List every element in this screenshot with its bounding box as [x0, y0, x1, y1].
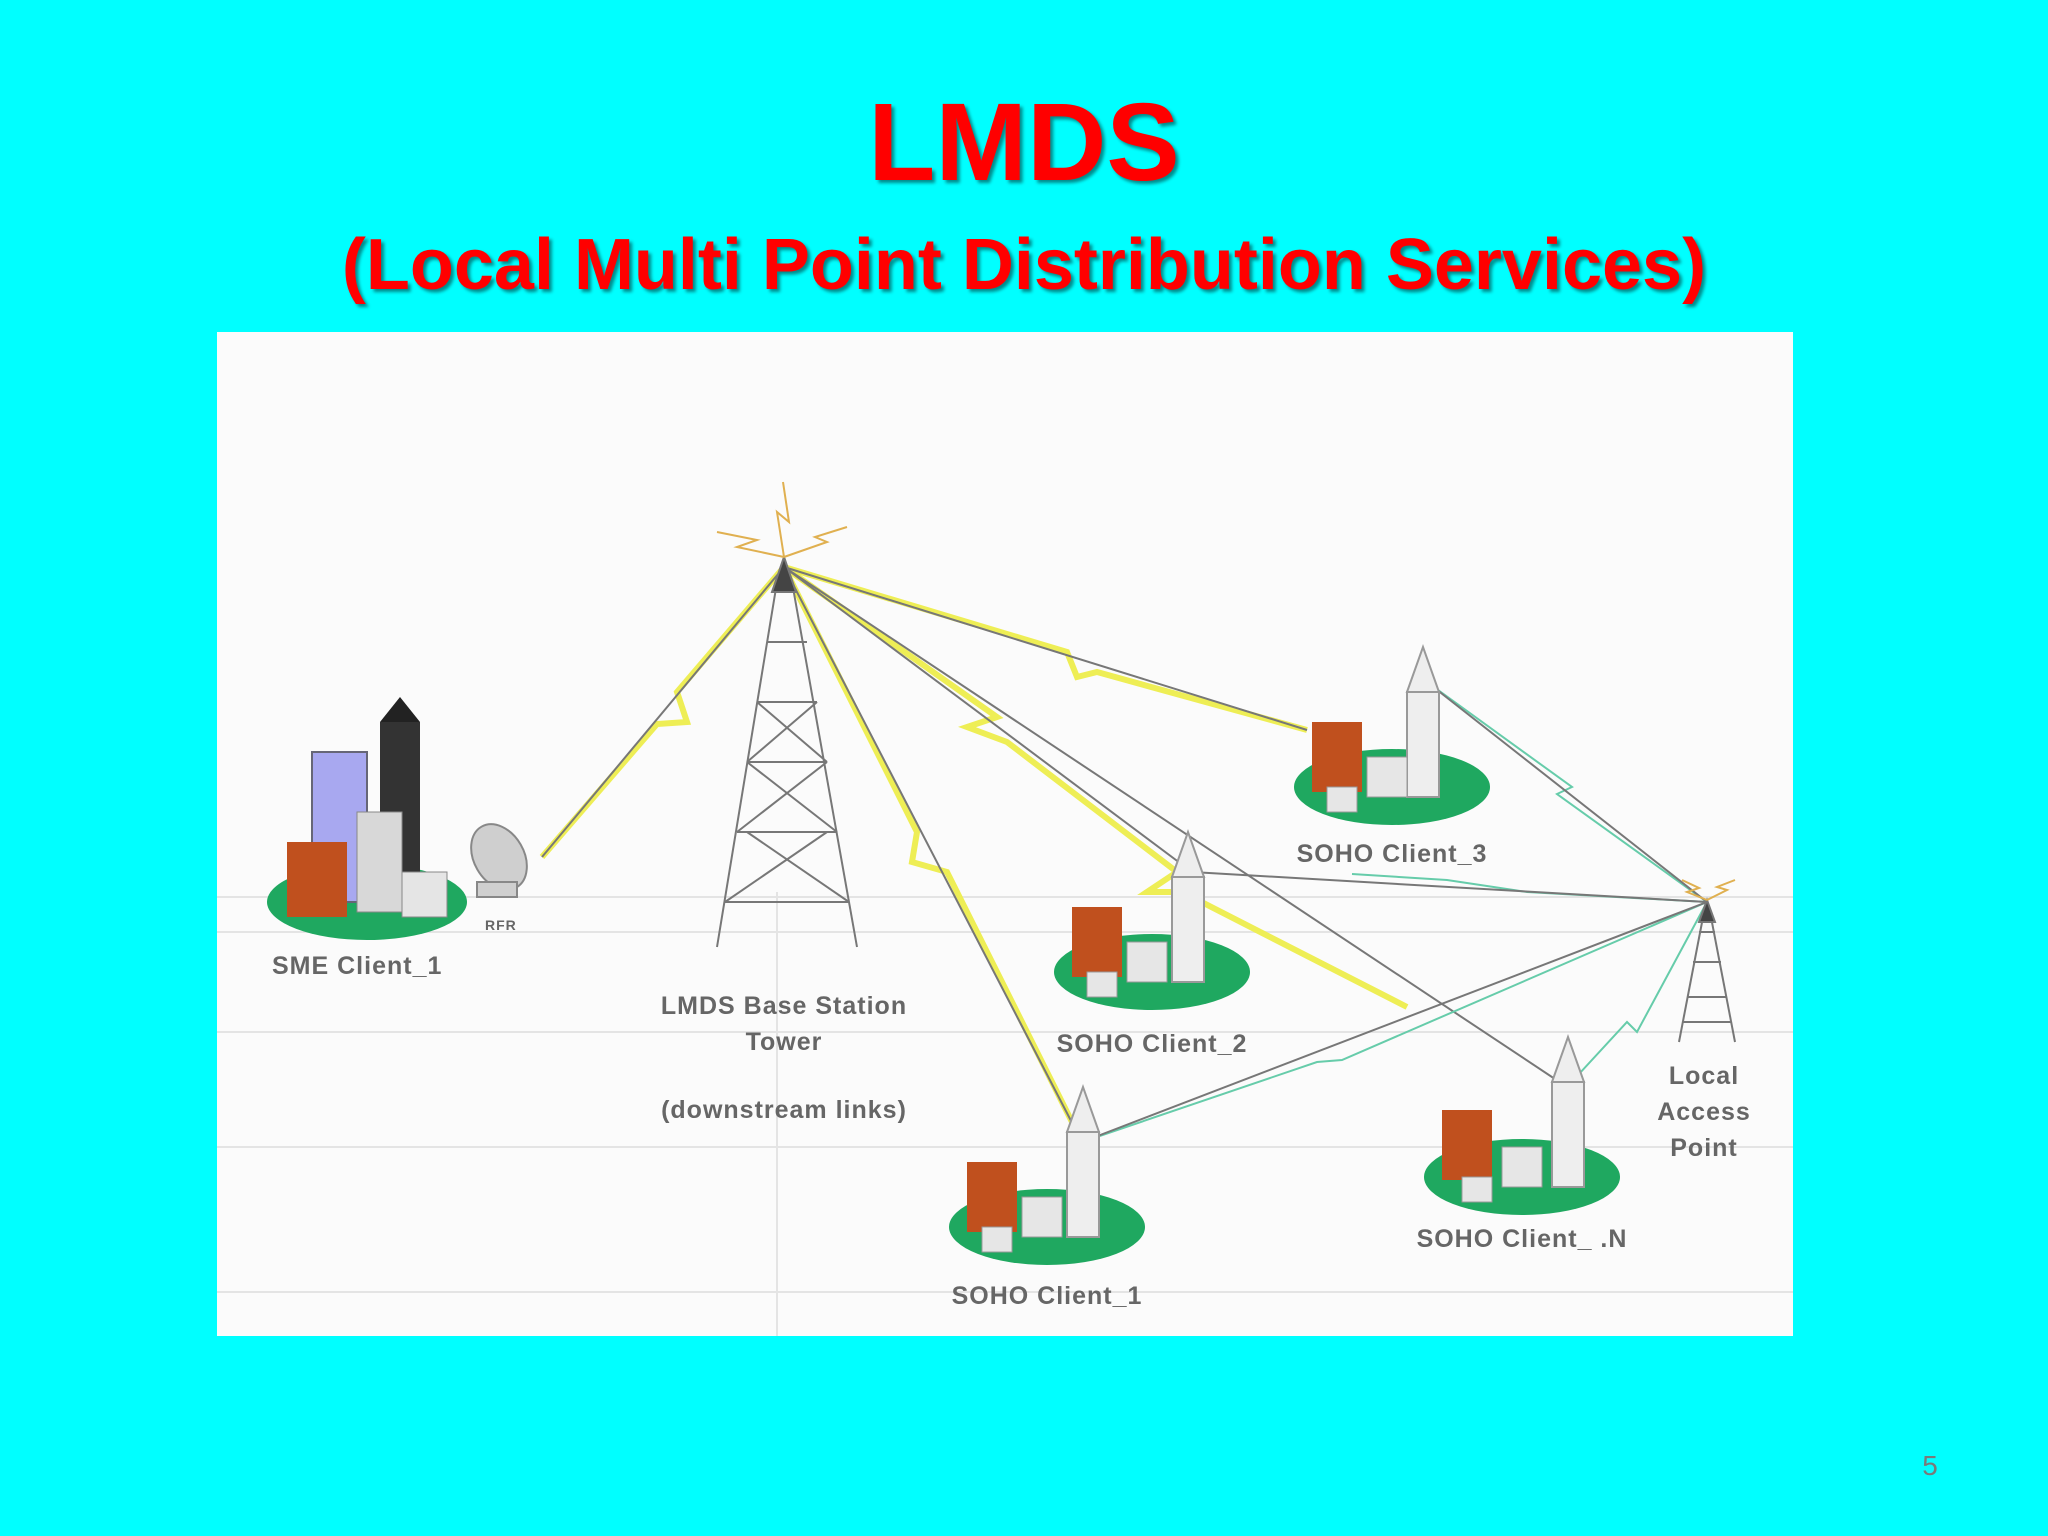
- soho-client-1-icon: [949, 1084, 1145, 1265]
- soho-client-3-label: SOHO Client_3: [1297, 840, 1488, 868]
- dish-tag-label: RFR: [485, 917, 517, 933]
- access-point-label-line2: Access: [1657, 1098, 1751, 1126]
- link-to-soho1: [781, 565, 1085, 1144]
- soho-client-2-label: SOHO Client_2: [1057, 1030, 1248, 1058]
- base-station-label-line1: LMDS Base Station: [661, 992, 907, 1020]
- link-to-sme: [539, 565, 787, 859]
- soho-client-2-icon: [1054, 829, 1250, 1010]
- access-point-label-line1: Local: [1669, 1062, 1739, 1090]
- satellite-dish-icon: [470, 823, 528, 898]
- link-to-soho3: [783, 564, 1308, 733]
- background-grid: [217, 892, 1793, 1336]
- soho-client-3-icon: [1294, 644, 1490, 825]
- lmds-network-diagram: SME Client_1 RFR LMDS Base Station Tower…: [217, 332, 1793, 1336]
- access-point-tower-icon: [1678, 879, 1736, 1043]
- soho-client-n-label: SOHO Client_ .N: [1417, 1225, 1628, 1253]
- slide-title: LMDS: [868, 81, 1180, 204]
- return-links: [1081, 681, 1708, 1143]
- slide-subtitle: (Local Multi Point Distribution Services…: [341, 225, 1707, 305]
- base-station-label-line2: Tower: [746, 1028, 823, 1056]
- downstream-links-label: (downstream links): [661, 1096, 907, 1124]
- sme-client-label: SME Client_1: [272, 952, 442, 980]
- base-station-tower: [716, 481, 858, 948]
- sme-client-icon: [267, 697, 467, 940]
- slide-page-number: 5: [1922, 1450, 1938, 1481]
- soho-client-n-icon: [1424, 1034, 1620, 1215]
- soho-client-1-label: SOHO Client_1: [952, 1282, 1143, 1310]
- access-point-label-line3: Point: [1670, 1134, 1738, 1162]
- downstream-links: [539, 564, 1568, 1144]
